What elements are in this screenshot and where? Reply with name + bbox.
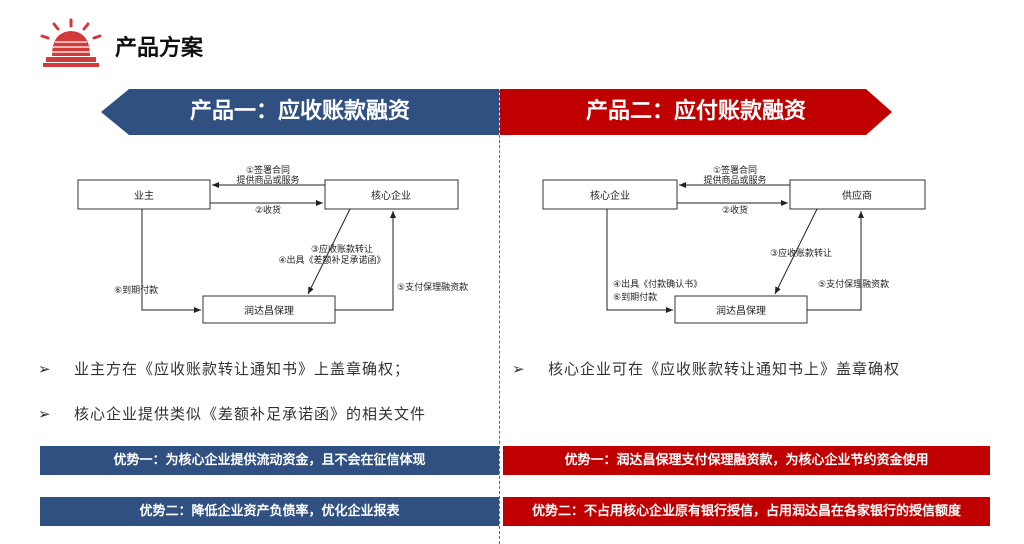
node-factor-label: 润达昌保理: [716, 304, 766, 317]
bell-icon: [38, 18, 104, 68]
bullet-right-1-text: 核心企业可在《应收账款转让通知书上》盖章确权: [548, 360, 901, 378]
banner-product-two: 产品二：应付账款融资: [500, 89, 892, 135]
banner-product-two-text: 产品二：应付账款融资: [585, 99, 806, 124]
label-receive: ②收货: [722, 204, 748, 216]
arrow-due: [141, 209, 201, 313]
label-receive: ②收货: [255, 204, 281, 216]
arrow-transfer: [774, 208, 818, 295]
advantage-right-1: 优势一：润达昌保理支付保理融资款，为核心企业节约资金使用: [503, 446, 990, 475]
label-sign-2: 提供商品或服务: [703, 174, 766, 186]
arrow-transfer: [307, 208, 351, 295]
node-core-label: 核心企业: [371, 189, 411, 202]
node-core: [324, 179, 459, 210]
diagram-payables-financing: 核心企业 供应商 润达昌保理 ①签署合同 提供商品或服务 ②收货 ③应收账款转让…: [542, 164, 926, 324]
label-pay: ⑤支付保理融资款: [818, 278, 889, 290]
advantage-left-1: 优势一：为核心企业提供流动资金，且不会在征信体现: [40, 446, 499, 475]
bullet-left-1-text: 业主方在《应收账款转让通知书》上盖章确权；: [74, 360, 411, 378]
label-pay: ⑤支付保理融资款: [397, 281, 468, 293]
label-sign-2: 提供商品或服务: [236, 174, 299, 186]
arrow-pay: [807, 211, 864, 311]
banner-product-one-text: 产品一：应收账款融资: [189, 99, 410, 124]
node-factor-label: 润达昌保理: [244, 304, 294, 317]
bullet-arrow-icon: ➢: [512, 360, 526, 378]
advantage-left-2: 优势二：降低企业资产负债率，优化企业报表: [40, 497, 499, 526]
label-sign-1: ①签署合同: [713, 164, 757, 176]
bullet-left-2: ➢ 核心企业提供类似《差额补足承诺函》的相关文件: [38, 403, 426, 424]
label-transfer: ③应收账款转让: [311, 243, 373, 255]
node-factor: [674, 295, 808, 324]
page-title: 产品方案: [115, 36, 204, 61]
center-divider: [499, 90, 500, 544]
diagram-receivables-financing: 业主 核心企业 润达昌保理 ①签署合同 提供商品或服务 ②收货 ③应收账款转让 …: [77, 164, 468, 324]
bullet-arrow-icon: ➢: [38, 405, 52, 423]
bullet-left-2-text: 核心企业提供类似《差额补足承诺函》的相关文件: [74, 405, 427, 423]
node-factor: [202, 295, 336, 324]
label-due: ⑥到期付款: [114, 284, 158, 296]
node-supplier-label: 供应商: [842, 189, 872, 202]
node-owner: [77, 179, 211, 210]
label-transfer: ③应收账款转让: [770, 247, 832, 259]
node-core-label: 核心企业: [590, 189, 630, 202]
arrow-due: [606, 209, 673, 313]
bullet-left-1: ➢ 业主方在《应收账款转让通知书》上盖章确权；: [38, 358, 410, 379]
advantage-right-2: 优势二：不占用核心企业原有银行授信，占用润达昌在各家银行的授信额度: [503, 497, 990, 526]
node-supplier: [789, 179, 926, 210]
bullet-arrow-icon: ➢: [38, 360, 52, 378]
bullet-right-1: ➢ 核心企业可在《应收账款转让通知书上》盖章确权: [512, 358, 900, 379]
node-owner-label: 业主: [134, 190, 154, 202]
label-due: ⑥到期付款: [613, 291, 657, 303]
label-issue: ④出具《付款确认书》: [613, 278, 702, 290]
banner-product-one: 产品一：应收账款融资: [101, 89, 499, 135]
node-core: [542, 179, 678, 210]
arrow-pay: [335, 211, 396, 311]
label-sign-1: ①签署合同: [246, 164, 290, 176]
label-issue: ④出具《差额补足承诺函》: [278, 254, 385, 266]
